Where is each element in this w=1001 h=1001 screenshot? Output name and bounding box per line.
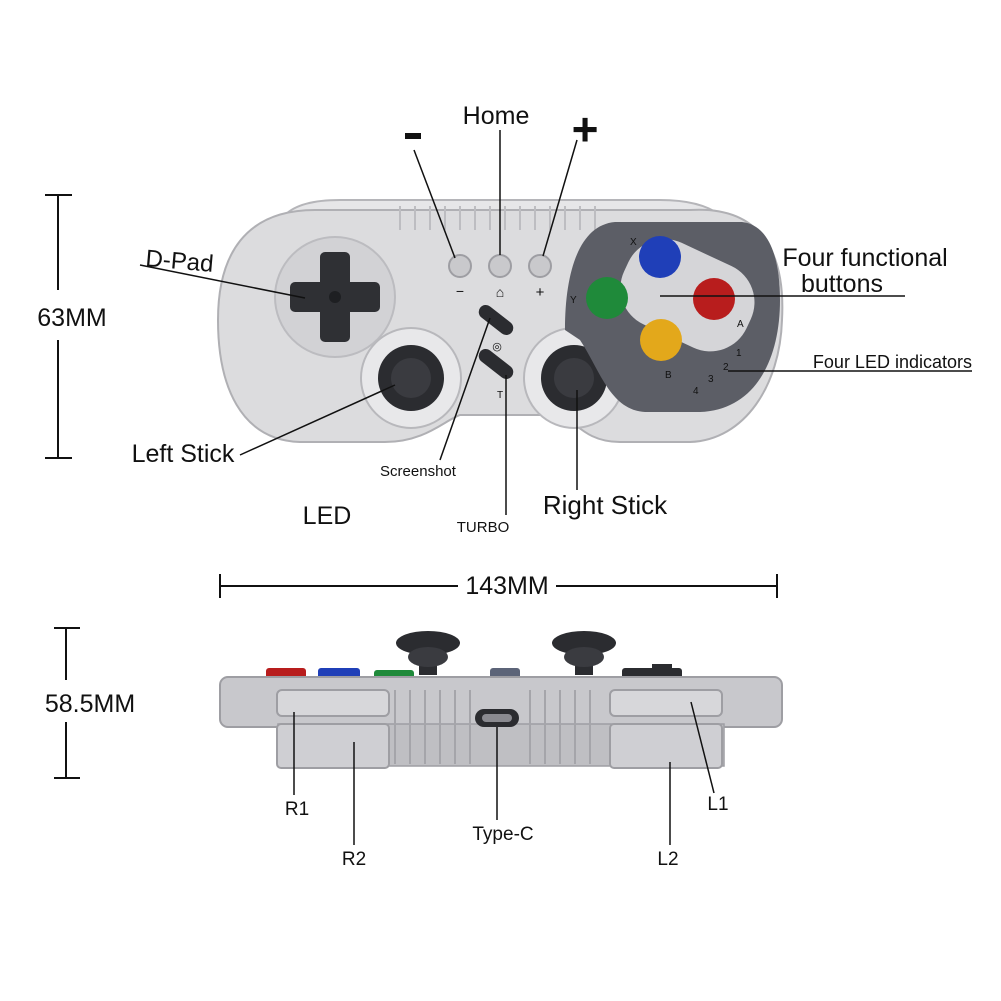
home-label: Home xyxy=(463,102,530,130)
dpad[interactable] xyxy=(290,252,380,342)
l2-button[interactable] xyxy=(609,723,723,769)
turbo-label: TURBO xyxy=(457,519,510,536)
b-button[interactable] xyxy=(640,319,682,361)
face-buttons-label-line2: buttons xyxy=(801,270,883,298)
dpad-top-ridge xyxy=(652,664,672,670)
r1-button[interactable] xyxy=(276,689,390,717)
y-button[interactable] xyxy=(586,277,628,319)
type-c-label: Type-C xyxy=(472,824,533,845)
r2-button[interactable] xyxy=(276,723,390,769)
x-letter: X xyxy=(630,237,637,248)
l2-label: L2 xyxy=(657,849,678,870)
led-label: LED xyxy=(303,502,352,530)
led-1: 1 xyxy=(736,348,742,359)
turbo-mark: T xyxy=(497,390,503,401)
left-stick-top xyxy=(396,631,460,675)
front-view: − ⌂ + ◎ T X Y A B 1 2 3 4 xyxy=(37,102,972,600)
minus-button[interactable] xyxy=(448,254,472,278)
left-stick-label: Left Stick xyxy=(132,440,235,468)
width-dimension-label: 143MM xyxy=(465,572,548,600)
minus-label xyxy=(405,133,421,139)
height-dimension xyxy=(45,194,72,459)
right-stick-label: Right Stick xyxy=(543,490,668,520)
screenshot-button[interactable] xyxy=(476,302,516,338)
led-indicators-label: Four LED indicators xyxy=(813,352,972,372)
callout-lines xyxy=(139,130,972,515)
led-3: 3 xyxy=(708,374,714,385)
a-button[interactable] xyxy=(693,278,735,320)
plus-button[interactable] xyxy=(528,254,552,278)
top-view: R1 R2 Type-C L1 L2 58.5MM xyxy=(45,627,783,870)
grip-ribs xyxy=(399,206,596,230)
depth-dimension-label: 58.5MM xyxy=(45,690,135,718)
r2-label: R2 xyxy=(342,849,366,870)
width-dimension xyxy=(219,574,778,598)
top-view-ribs xyxy=(394,690,591,764)
right-stick-cap xyxy=(554,358,594,398)
b-letter: B xyxy=(665,370,672,381)
a-letter: A xyxy=(737,319,744,330)
right-stick-top xyxy=(552,631,616,675)
dpad-label: D-Pad xyxy=(144,245,214,278)
screenshot-label: Screenshot xyxy=(380,463,457,480)
turbo-button[interactable] xyxy=(476,346,516,382)
home-button[interactable] xyxy=(488,254,512,278)
y-letter: Y xyxy=(570,295,577,306)
x-button[interactable] xyxy=(639,236,681,278)
minus-mark: − xyxy=(456,283,464,299)
r1-label: R1 xyxy=(285,799,309,820)
plus-label: + xyxy=(572,103,599,155)
plus-mark: + xyxy=(536,284,545,301)
top-callout-lines xyxy=(293,701,715,845)
led-2: 2 xyxy=(723,362,729,373)
screenshot-mark-icon: ◎ xyxy=(492,341,502,353)
height-dimension-label: 63MM xyxy=(37,304,106,332)
l1-label: L1 xyxy=(707,794,728,815)
l1-button[interactable] xyxy=(609,689,723,717)
left-stick-cap xyxy=(391,358,431,398)
type-c-port-inner xyxy=(482,714,512,722)
depth-dimension xyxy=(54,627,80,779)
face-buttons-label-line1: Four functional xyxy=(782,244,947,272)
led-4: 4 xyxy=(693,386,699,397)
home-mark-icon: ⌂ xyxy=(496,284,504,300)
